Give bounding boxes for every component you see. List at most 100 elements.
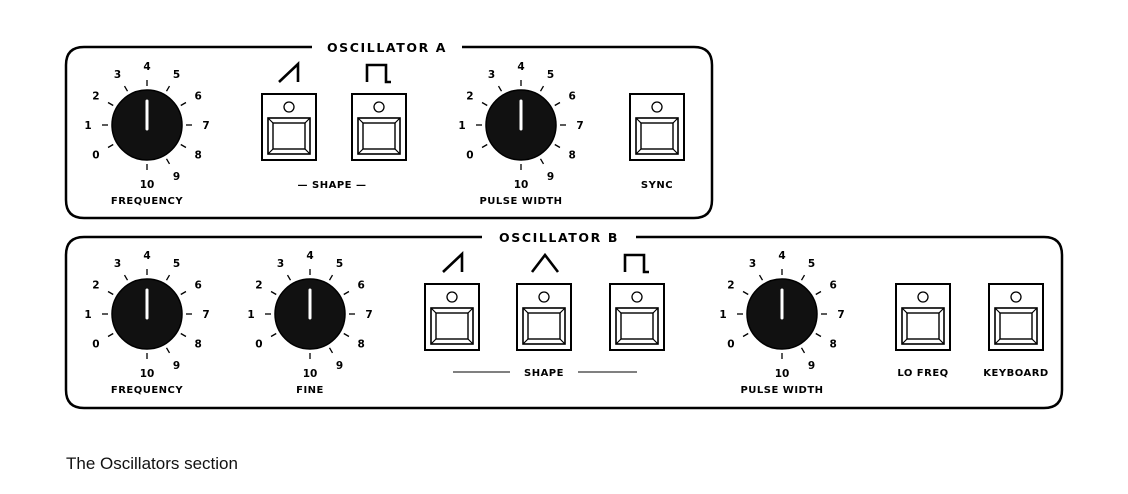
knob-scale-label: 8 (568, 150, 575, 162)
knob-scale-label: 6 (568, 91, 575, 103)
knob-tick-mark (328, 347, 334, 354)
knob-scale-label: 8 (194, 339, 201, 351)
switch-indicator-led (538, 291, 550, 303)
knob-scale-label: 6 (357, 280, 364, 292)
knob-scale-label: 7 (202, 120, 209, 132)
osc-b-shape-triangle-switch[interactable] (516, 283, 572, 351)
knob-scale-label: 1 (458, 120, 465, 132)
osc-b-shape-saw-switch[interactable] (424, 283, 480, 351)
switch-bevel-line (267, 148, 274, 155)
knob-scale-label: 5 (173, 69, 180, 81)
oscillator-a-frame (64, 45, 714, 220)
switch-bevel-line (994, 307, 1001, 314)
knob-scale-label: 10 (140, 368, 155, 380)
switch-cap-face (620, 312, 654, 340)
knob-scale-label: 8 (194, 150, 201, 162)
knob-scale-label: 3 (749, 258, 756, 270)
knob-scale-label: 2 (255, 280, 262, 292)
switch-cap-face (999, 312, 1033, 340)
knob-scale-label: 10 (514, 179, 529, 191)
osc-a-shape-saw-switch[interactable] (261, 93, 317, 161)
waveform-stroke (365, 63, 391, 84)
switch-bevel-line (559, 307, 566, 314)
switch-bevel-line (938, 307, 945, 314)
osc-b-shape-label: SHAPE (524, 368, 564, 379)
square-wave-icon (623, 253, 649, 274)
switch-indicator-led (631, 291, 643, 303)
switch-bevel-line (430, 307, 437, 314)
knob-tick-mark (343, 290, 350, 296)
knob-scale-label: 7 (202, 309, 209, 321)
knob-tick-mark (800, 347, 806, 354)
knob-tick-mark (180, 101, 187, 107)
knob-scale-label: 5 (336, 258, 343, 270)
knob-tick-mark (123, 274, 129, 281)
knob-tick-mark (107, 290, 114, 296)
switch-indicator-led (917, 291, 929, 303)
osc-a-sync-switch[interactable] (629, 93, 685, 161)
knob-tick-mark (497, 85, 503, 92)
knob-tick-mark (180, 332, 187, 338)
knob-scale-label: 10 (775, 368, 790, 380)
waveform-stroke (530, 252, 560, 273)
switch-bevel-line (357, 148, 364, 155)
knob-scale-label: 2 (727, 280, 734, 292)
knob-tick-mark (539, 158, 545, 165)
osc-b-frequency-label: FREQUENCY (111, 385, 184, 396)
switch-bevel-line (901, 307, 908, 314)
switch-cap-face (362, 122, 396, 150)
switch-cap-face (272, 122, 306, 150)
osc-b-lo-freq-switch[interactable] (895, 283, 951, 351)
osc-b-keyboard-label: KEYBOARD (983, 368, 1048, 379)
switch-cap-face (527, 312, 561, 340)
switch-bevel-line (672, 148, 679, 155)
osc-a-shape-square-switch[interactable] (351, 93, 407, 161)
knob-tick-mark (165, 347, 171, 354)
switch-bevel-line (304, 117, 311, 124)
knob-tick-mark (270, 332, 277, 338)
switch-bevel-line (267, 117, 274, 124)
square-wave-icon (365, 63, 391, 84)
switch-indicator-led (373, 101, 385, 113)
knob-scale-label: 3 (488, 69, 495, 81)
switch-bevel-line (559, 338, 566, 345)
switch-bevel-line (1031, 307, 1038, 314)
knob-scale-label: 1 (84, 309, 91, 321)
switch-bevel-line (901, 338, 908, 345)
switch-bevel-line (635, 148, 642, 155)
switch-bevel-line (635, 117, 642, 124)
knob-scale-label: 1 (84, 120, 91, 132)
sawtooth-wave-icon (442, 250, 464, 273)
osc-b-keyboard-switch[interactable] (988, 283, 1044, 351)
waveform-stroke (623, 253, 649, 274)
knob-scale-label: 7 (576, 120, 583, 132)
knob-scale-label: 0 (92, 150, 99, 162)
knob-scale-label: 10 (303, 368, 318, 380)
knob-tick-mark (815, 290, 822, 296)
switch-indicator-led (651, 101, 663, 113)
knob-scale-label: 6 (829, 280, 836, 292)
switch-bevel-line (672, 117, 679, 124)
switch-bevel-line (994, 338, 1001, 345)
waveform-stroke (278, 60, 300, 83)
knob-scale-label: 7 (365, 309, 372, 321)
switch-bevel-line (938, 338, 945, 345)
switch-bevel-line (430, 338, 437, 345)
knob-tick-mark (481, 143, 488, 149)
osc-b-shape-square-switch[interactable] (609, 283, 665, 351)
knob-scale-label: 3 (114, 258, 121, 270)
knob-tick-mark (286, 274, 292, 281)
knob-scale-label: 3 (277, 258, 284, 270)
switch-indicator-led (446, 291, 458, 303)
switch-bevel-line (615, 338, 622, 345)
knob-tick-mark (165, 274, 171, 281)
knob-tick-mark (343, 332, 350, 338)
